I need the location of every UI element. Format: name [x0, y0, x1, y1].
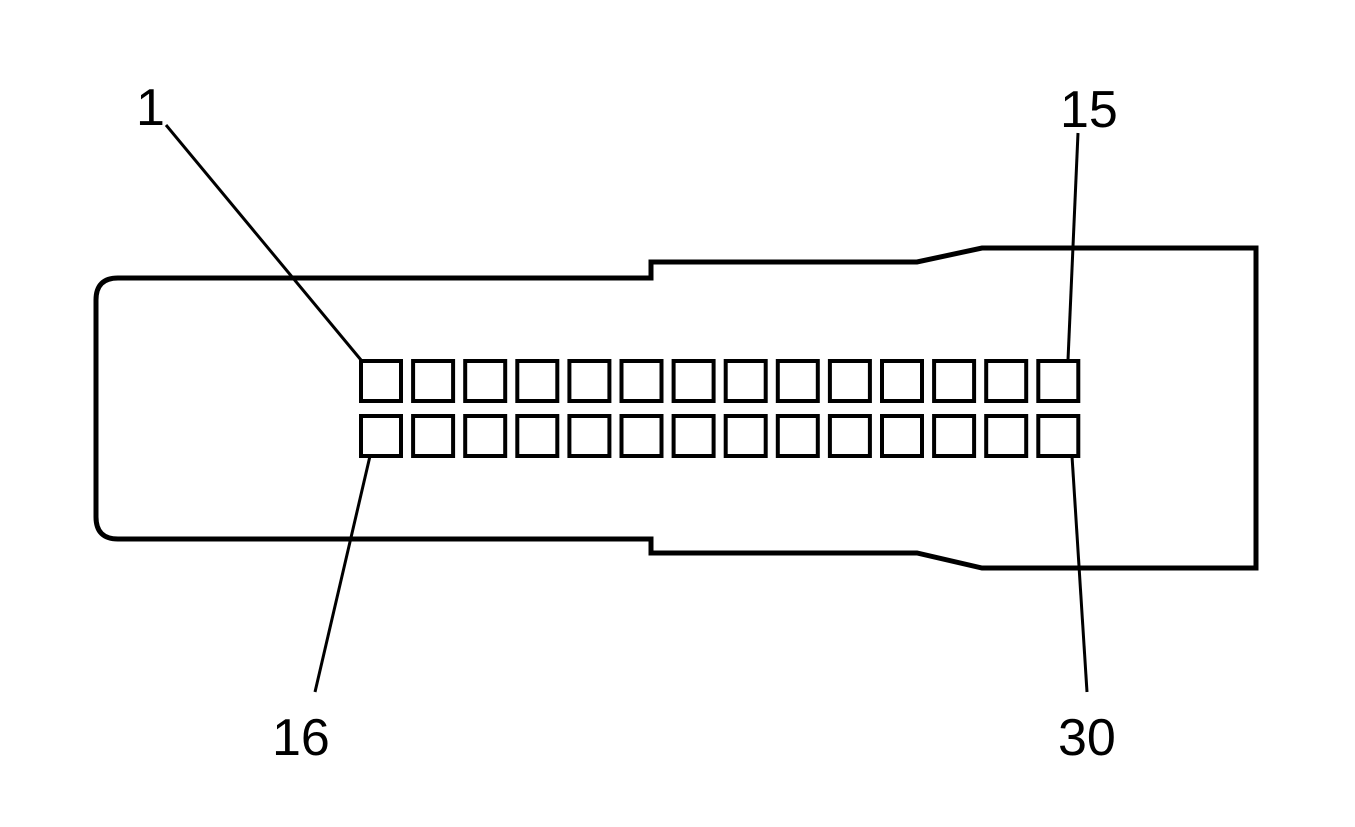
- pin-cavity-10: [827, 359, 872, 403]
- leader-line-pin-1: [164, 124, 363, 361]
- leader-line-pin-30: [1070, 455, 1089, 693]
- pin-cavity-22: [723, 414, 768, 458]
- pin-cavity-14: [1036, 359, 1081, 403]
- pin-cavity-20: [619, 414, 664, 458]
- pin-cavity-27: [984, 414, 1029, 458]
- pin-cavity-11: [880, 359, 924, 403]
- pin-cavity-12: [932, 359, 977, 403]
- pin-cavity-6: [619, 359, 664, 403]
- pin-cavity-3: [463, 359, 508, 403]
- pin-cavity-5: [567, 359, 612, 403]
- pin-cavity-26: [932, 414, 977, 458]
- callout-label-30: 30: [1058, 709, 1116, 767]
- connector-housing-outline: [93, 245, 1259, 571]
- leader-line-pin-15: [1066, 132, 1080, 361]
- callout-label-15: 15: [1060, 81, 1118, 139]
- callout-label-1: 1: [136, 79, 165, 137]
- pin-cavity-15: [359, 414, 403, 458]
- pin-cavity-1: [359, 359, 403, 403]
- leader-line-pin-16: [313, 455, 372, 693]
- pin-cavity-8: [723, 359, 768, 403]
- pin-cavity-24: [827, 414, 872, 458]
- pin-cavity-23: [775, 414, 820, 458]
- pin-cavity-4: [515, 359, 560, 403]
- pin-cavity-28: [1036, 414, 1081, 458]
- pin-cavity-9: [775, 359, 820, 403]
- pin-row-bottom: [359, 414, 1081, 458]
- pin-row-top: [359, 359, 1081, 403]
- pin-cavity-25: [880, 414, 924, 458]
- pin-cavity-7: [671, 359, 716, 403]
- pin-cavity-13: [984, 359, 1029, 403]
- pin-cavity-21: [671, 414, 716, 458]
- pin-cavity-16: [411, 414, 456, 458]
- pin-cavity-2: [411, 359, 456, 403]
- pin-cavity-17: [463, 414, 508, 458]
- pin-cavity-19: [567, 414, 612, 458]
- pin-cavity-18: [515, 414, 560, 458]
- callout-label-16: 16: [272, 709, 330, 767]
